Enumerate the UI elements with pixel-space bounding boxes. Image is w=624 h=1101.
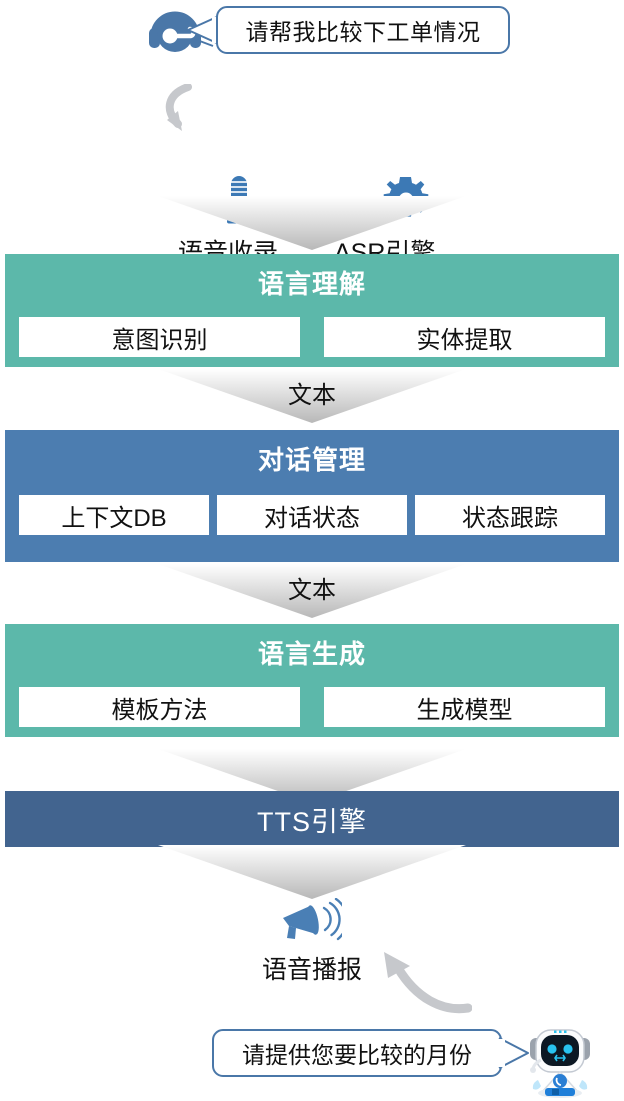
stage-item-generative-model[interactable]: 生成模型 <box>324 687 605 727</box>
stage-band-tts: TTS引擎 <box>5 791 619 847</box>
connector-label-2: 文本 <box>288 382 336 409</box>
connector-arrow-3: 文本 <box>158 564 466 618</box>
stage-title-tts: TTS引擎 <box>257 806 367 837</box>
curved-arrow-down-right-icon <box>165 84 192 131</box>
stage-item-dialog-state[interactable]: 对话状态 <box>217 495 407 535</box>
stage-title-nlg: 语言生成 <box>257 639 366 669</box>
stage-title-dialog-management: 对话管理 <box>257 445 366 475</box>
robot-mascot-icon <box>530 1029 590 1098</box>
stage-items-dialog-management: 上下文DB 对话状态 状态跟踪 <box>5 495 619 535</box>
stage-item-state-tracking[interactable]: 状态跟踪 <box>415 495 605 535</box>
stage-title-nlu: 语言理解 <box>257 269 366 299</box>
stage-band-dialog-management: 对话管理 上下文DB 对话状态 状态跟踪 <box>5 430 619 562</box>
connector-arrow-2: 文本 <box>158 369 466 423</box>
speech-bubble-tail-icon <box>187 15 220 45</box>
user-bubble-text: 请帮我比较下工单情况 <box>245 19 481 45</box>
curved-arrow-up-left-icon <box>384 952 472 1014</box>
bot-speech-bubble-tail-icon <box>498 1037 529 1069</box>
stage-band-nlg: 语言生成 模板方法 生成模型 <box>5 624 619 737</box>
stage-item-context-db[interactable]: 上下文DB <box>19 495 209 535</box>
voice-broadcast-label: 语音播报 <box>261 956 362 984</box>
bot-bubble-text: 请提供您要比较的月份 <box>242 1042 472 1068</box>
stage-item-entity-extraction[interactable]: 实体提取 <box>324 317 605 357</box>
user-speech-bubble: 请帮我比较下工单情况 <box>216 6 510 54</box>
voice-capture-row: 语音收录 ASR引擎 <box>0 78 624 267</box>
connector-arrow-5 <box>158 845 466 899</box>
stage-item-template-method[interactable]: 模板方法 <box>19 687 300 727</box>
user-turn-row: 请帮我比较下工单情况 <box>0 0 624 70</box>
connector-arrow-1 <box>158 196 466 250</box>
stage-item-intent-recognition[interactable]: 意图识别 <box>19 317 300 357</box>
bot-speech-bubble: 请提供您要比较的月份 <box>212 1029 502 1077</box>
connector-arrow-4 <box>158 749 466 803</box>
connector-label-3: 文本 <box>288 577 336 604</box>
stage-items-nlu: 意图识别 实体提取 <box>5 317 619 357</box>
stage-items-nlg: 模板方法 生成模型 <box>5 687 619 727</box>
megaphone-speaker-icon <box>283 898 342 941</box>
stage-band-nlu: 语言理解 意图识别 实体提取 <box>5 254 619 367</box>
